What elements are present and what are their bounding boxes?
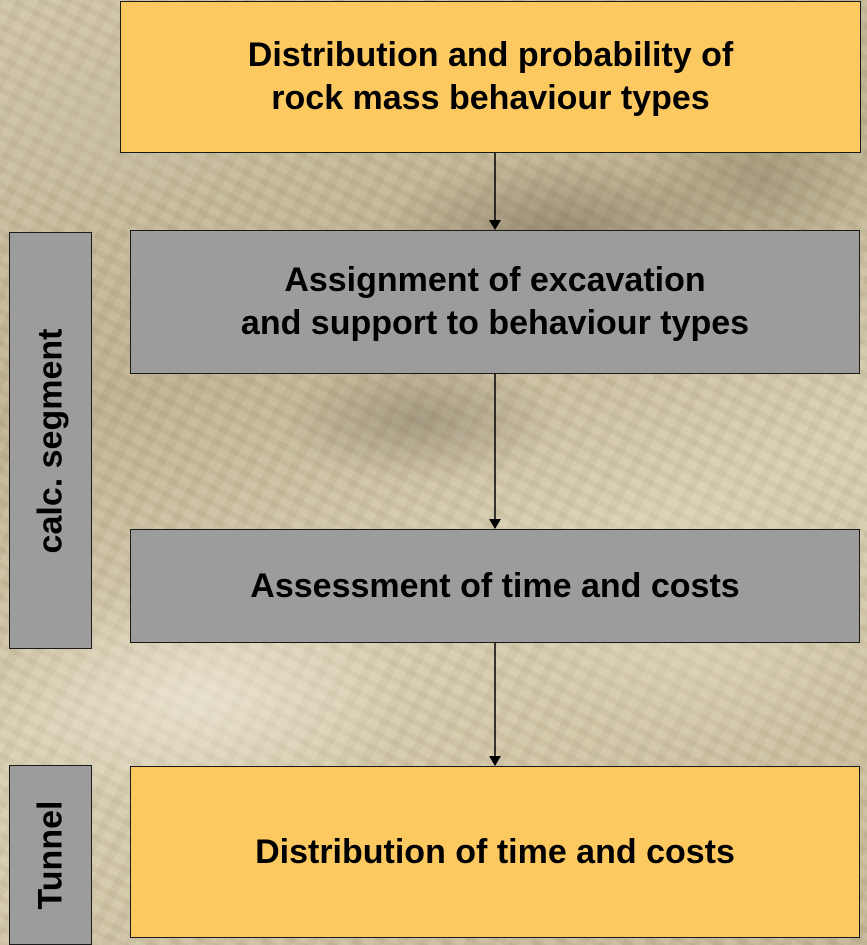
flow-box-assessment: Assessment of time and costs bbox=[130, 529, 860, 643]
side-panel-calc-segment: calc. segment bbox=[9, 232, 92, 649]
flow-box-distribution-time-costs: Distribution of time and costs bbox=[130, 766, 860, 938]
side-panel-tunnel: Tunnel bbox=[9, 765, 92, 945]
flow-box-rock-mass-behaviour: Distribution and probability of rock mas… bbox=[120, 1, 861, 153]
flow-box-assignment: Assignment of excavation and support to … bbox=[130, 230, 860, 374]
